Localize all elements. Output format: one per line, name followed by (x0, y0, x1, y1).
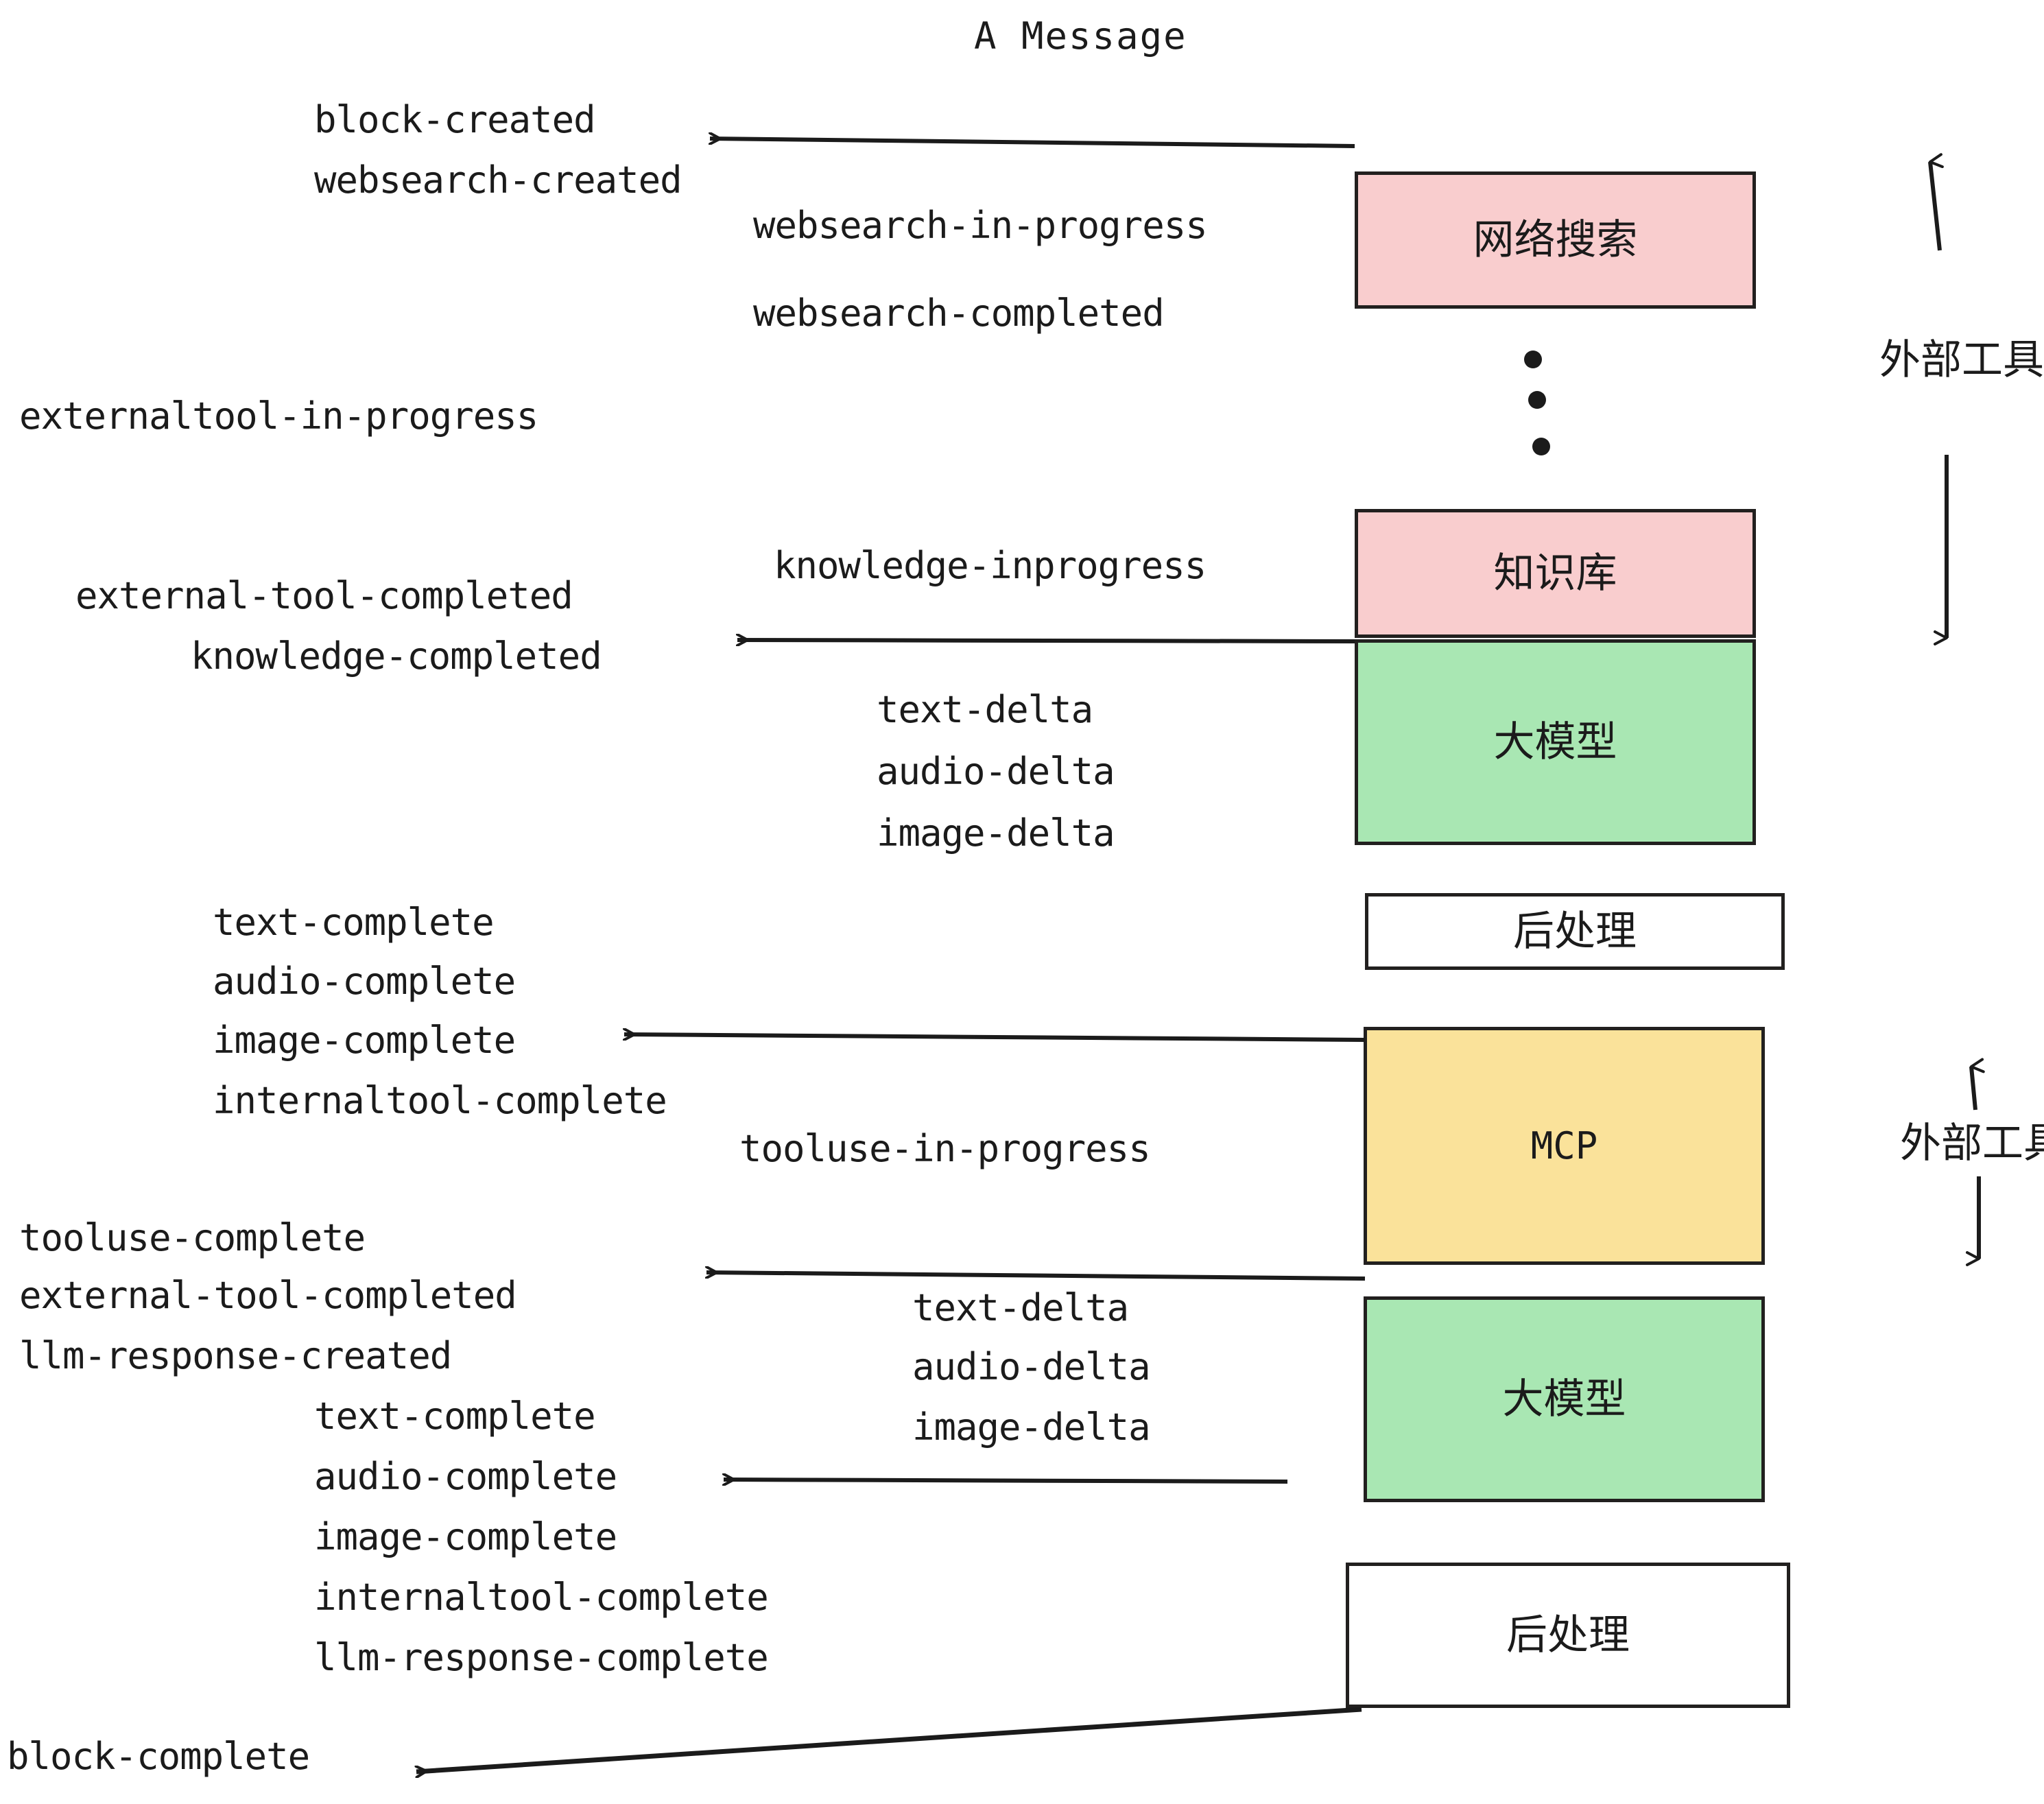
event-label-tooluse-complete: tooluse-complete (19, 1216, 366, 1259)
node-llm-bottom[interactable]: 大模型 (1364, 1296, 1765, 1502)
event-label-websearch-completed: websearch-completed (753, 292, 1165, 335)
node-knowledge-label: 知识库 (1493, 549, 1617, 597)
ellipsis-dot-1 (1524, 351, 1542, 368)
event-label-text-delta-1: text-delta (877, 688, 1093, 731)
arrow-knowledge-to-completed (737, 640, 1355, 641)
arrow-mcp-to-tooluse-complete (706, 1272, 1366, 1281)
node-websearch-label: 网络搜索 (1473, 216, 1638, 264)
event-label-image-delta-1: image-delta (877, 811, 1115, 855)
node-postprocess-bottom-label: 后处理 (1506, 1611, 1630, 1659)
group-label-external-tool-bottom: 外部工具 (1900, 1119, 2044, 1167)
event-label-text-delta-2: text-delta (912, 1286, 1129, 1329)
ellipsis-dot-3 (1532, 438, 1550, 455)
ellipsis-dot-2 (1528, 391, 1546, 409)
arrow-llm-to-audio-complete (724, 1480, 1288, 1482)
node-postprocess-top[interactable]: 后处理 (1365, 893, 1785, 970)
event-label-image-complete-2: image-complete (314, 1515, 617, 1558)
node-postprocess-bottom[interactable]: 后处理 (1346, 1563, 1790, 1708)
event-label-text-complete-1: text-complete (213, 901, 495, 944)
node-websearch[interactable]: 网络搜索 (1355, 171, 1756, 309)
event-label-audio-delta-2: audio-delta (912, 1345, 1151, 1388)
event-label-image-delta-2: image-delta (912, 1405, 1151, 1449)
event-label-llm-response-complete: llm-response-complete (314, 1636, 769, 1679)
arrow-external-tool-top-up (1928, 153, 1944, 251)
node-mcp[interactable]: MCP (1364, 1027, 1765, 1265)
node-knowledge[interactable]: 知识库 (1355, 509, 1756, 638)
event-label-audio-complete-1: audio-complete (213, 960, 516, 1003)
node-llm-bottom-label: 大模型 (1502, 1375, 1626, 1423)
event-label-text-complete-2: text-complete (314, 1394, 596, 1438)
event-label-external-tool-completed-2: external-tool-completed (19, 1274, 517, 1317)
arrow-postprocess-to-image-complete (624, 1034, 1366, 1042)
event-label-websearch-in-progress: websearch-in-progress (753, 204, 1208, 247)
group-label-external-tool-top: 外部工具 (1879, 336, 2044, 384)
event-label-knowledge-completed: knowledge-completed (191, 634, 602, 678)
event-label-externaltool-in-progress: externaltool-in-progress (19, 394, 538, 438)
event-label-knowledge-inprogress: knowledge-inprogress (774, 544, 1207, 587)
arrow-postprocess-to-block-complete (416, 1707, 1362, 1772)
event-label-block-created: block-created (314, 98, 596, 141)
page-title: A Message (974, 14, 1187, 58)
event-label-block-complete: block-complete (7, 1735, 310, 1778)
node-postprocess-top-label: 后处理 (1513, 907, 1637, 956)
event-label-image-complete-1: image-complete (213, 1019, 516, 1062)
arrow-external-tool-bottom-up (1969, 1058, 1985, 1111)
event-label-internaltool-complete-2: internaltool-complete (314, 1576, 769, 1619)
event-label-llm-response-created: llm-response-created (19, 1334, 452, 1377)
arrow-websearch-to-created (710, 139, 1355, 148)
event-label-tooluse-in-progress: tooluse-in-progress (739, 1127, 1151, 1170)
event-label-external-tool-completed: external-tool-completed (75, 574, 573, 617)
node-llm-top[interactable]: 大模型 (1355, 639, 1756, 845)
event-label-audio-delta-1: audio-delta (877, 750, 1115, 793)
event-label-websearch-created: websearch-created (314, 158, 682, 202)
event-label-internaltool-complete-1: internaltool-complete (213, 1079, 667, 1122)
event-label-audio-complete-2: audio-complete (314, 1455, 617, 1498)
node-llm-top-label: 大模型 (1493, 718, 1617, 766)
node-mcp-label: MCP (1530, 1124, 1598, 1167)
